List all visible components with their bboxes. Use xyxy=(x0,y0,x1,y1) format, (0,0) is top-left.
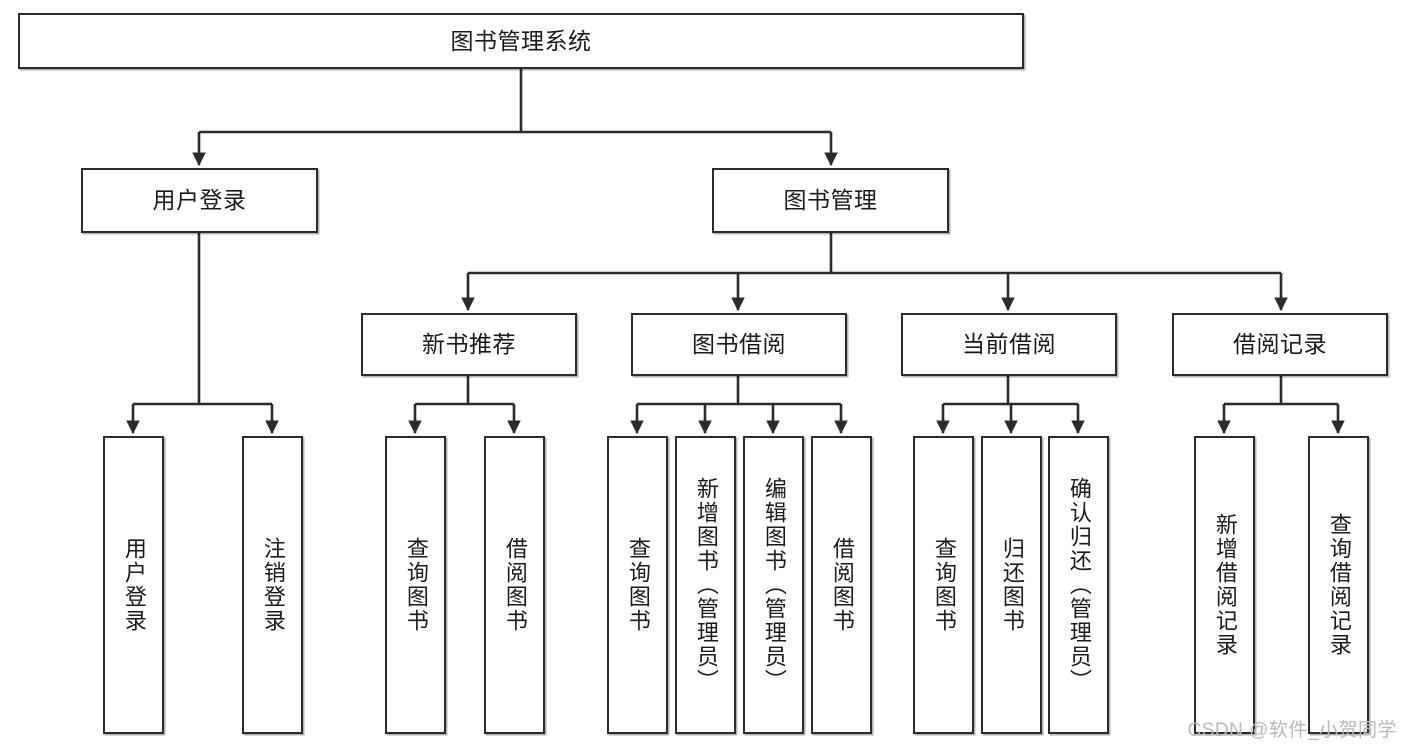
node-label: 图书借阅 xyxy=(692,331,786,357)
node-book-management[interactable]: 图书管理 xyxy=(712,168,949,233)
leaf-borrow-book-borrow[interactable]: 借阅图书 xyxy=(811,436,872,734)
node-borrow-record[interactable]: 借阅记录 xyxy=(1172,313,1388,376)
leaf-user-login[interactable]: 用户登录 xyxy=(103,436,164,734)
node-user-login[interactable]: 用户登录 xyxy=(81,168,318,233)
leaf-confirm-return-admin[interactable]: 确认归还（管理员） xyxy=(1048,436,1109,734)
leaf-query-book-borrow[interactable]: 查询图书 xyxy=(607,436,668,734)
leaf-borrow-book-newbook[interactable]: 借阅图书 xyxy=(484,436,545,734)
node-label: 查询图书 xyxy=(931,537,957,633)
node-label: 借阅图书 xyxy=(829,537,855,633)
leaf-return-book[interactable]: 归还图书 xyxy=(981,436,1042,734)
node-label: 归还图书 xyxy=(999,537,1025,633)
leaf-add-book-admin[interactable]: 新增图书（管理员） xyxy=(675,436,736,734)
node-root-system[interactable]: 图书管理系统 xyxy=(18,13,1024,69)
leaf-add-borrow-record[interactable]: 新增借阅记录 xyxy=(1194,436,1255,734)
node-current-borrow[interactable]: 当前借阅 xyxy=(901,313,1117,376)
leaf-logout[interactable]: 注销登录 xyxy=(242,436,303,734)
node-new-book-recommend[interactable]: 新书推荐 xyxy=(361,313,577,376)
leaf-query-book-current[interactable]: 查询图书 xyxy=(913,436,974,734)
node-label: 新增图书（管理员） xyxy=(693,477,719,693)
node-label: 当前借阅 xyxy=(962,331,1056,357)
node-label: 查询图书 xyxy=(625,537,651,633)
leaf-query-borrow-record[interactable]: 查询借阅记录 xyxy=(1308,436,1369,734)
watermark: CSDN @软件_小贺同学 xyxy=(1187,720,1397,741)
node-label: 用户登录 xyxy=(121,537,147,633)
node-label: 查询借阅记录 xyxy=(1326,513,1352,657)
node-label: 新书推荐 xyxy=(422,331,516,357)
node-label: 确认归还（管理员） xyxy=(1066,477,1092,693)
node-label: 用户登录 xyxy=(152,187,247,213)
node-book-borrow[interactable]: 图书借阅 xyxy=(631,313,847,376)
node-label: 图书管理 xyxy=(783,187,878,213)
leaf-edit-book-admin[interactable]: 编辑图书（管理员） xyxy=(743,436,804,734)
node-label: 借阅图书 xyxy=(502,537,528,633)
node-label: 查询图书 xyxy=(403,537,429,633)
node-label: 新增借阅记录 xyxy=(1212,513,1238,657)
node-label: 图书管理系统 xyxy=(450,27,592,54)
leaf-query-book-newbook[interactable]: 查询图书 xyxy=(385,436,446,734)
node-label: 编辑图书（管理员） xyxy=(761,477,787,693)
node-label: 注销登录 xyxy=(260,537,286,633)
node-label: 借阅记录 xyxy=(1233,331,1327,357)
